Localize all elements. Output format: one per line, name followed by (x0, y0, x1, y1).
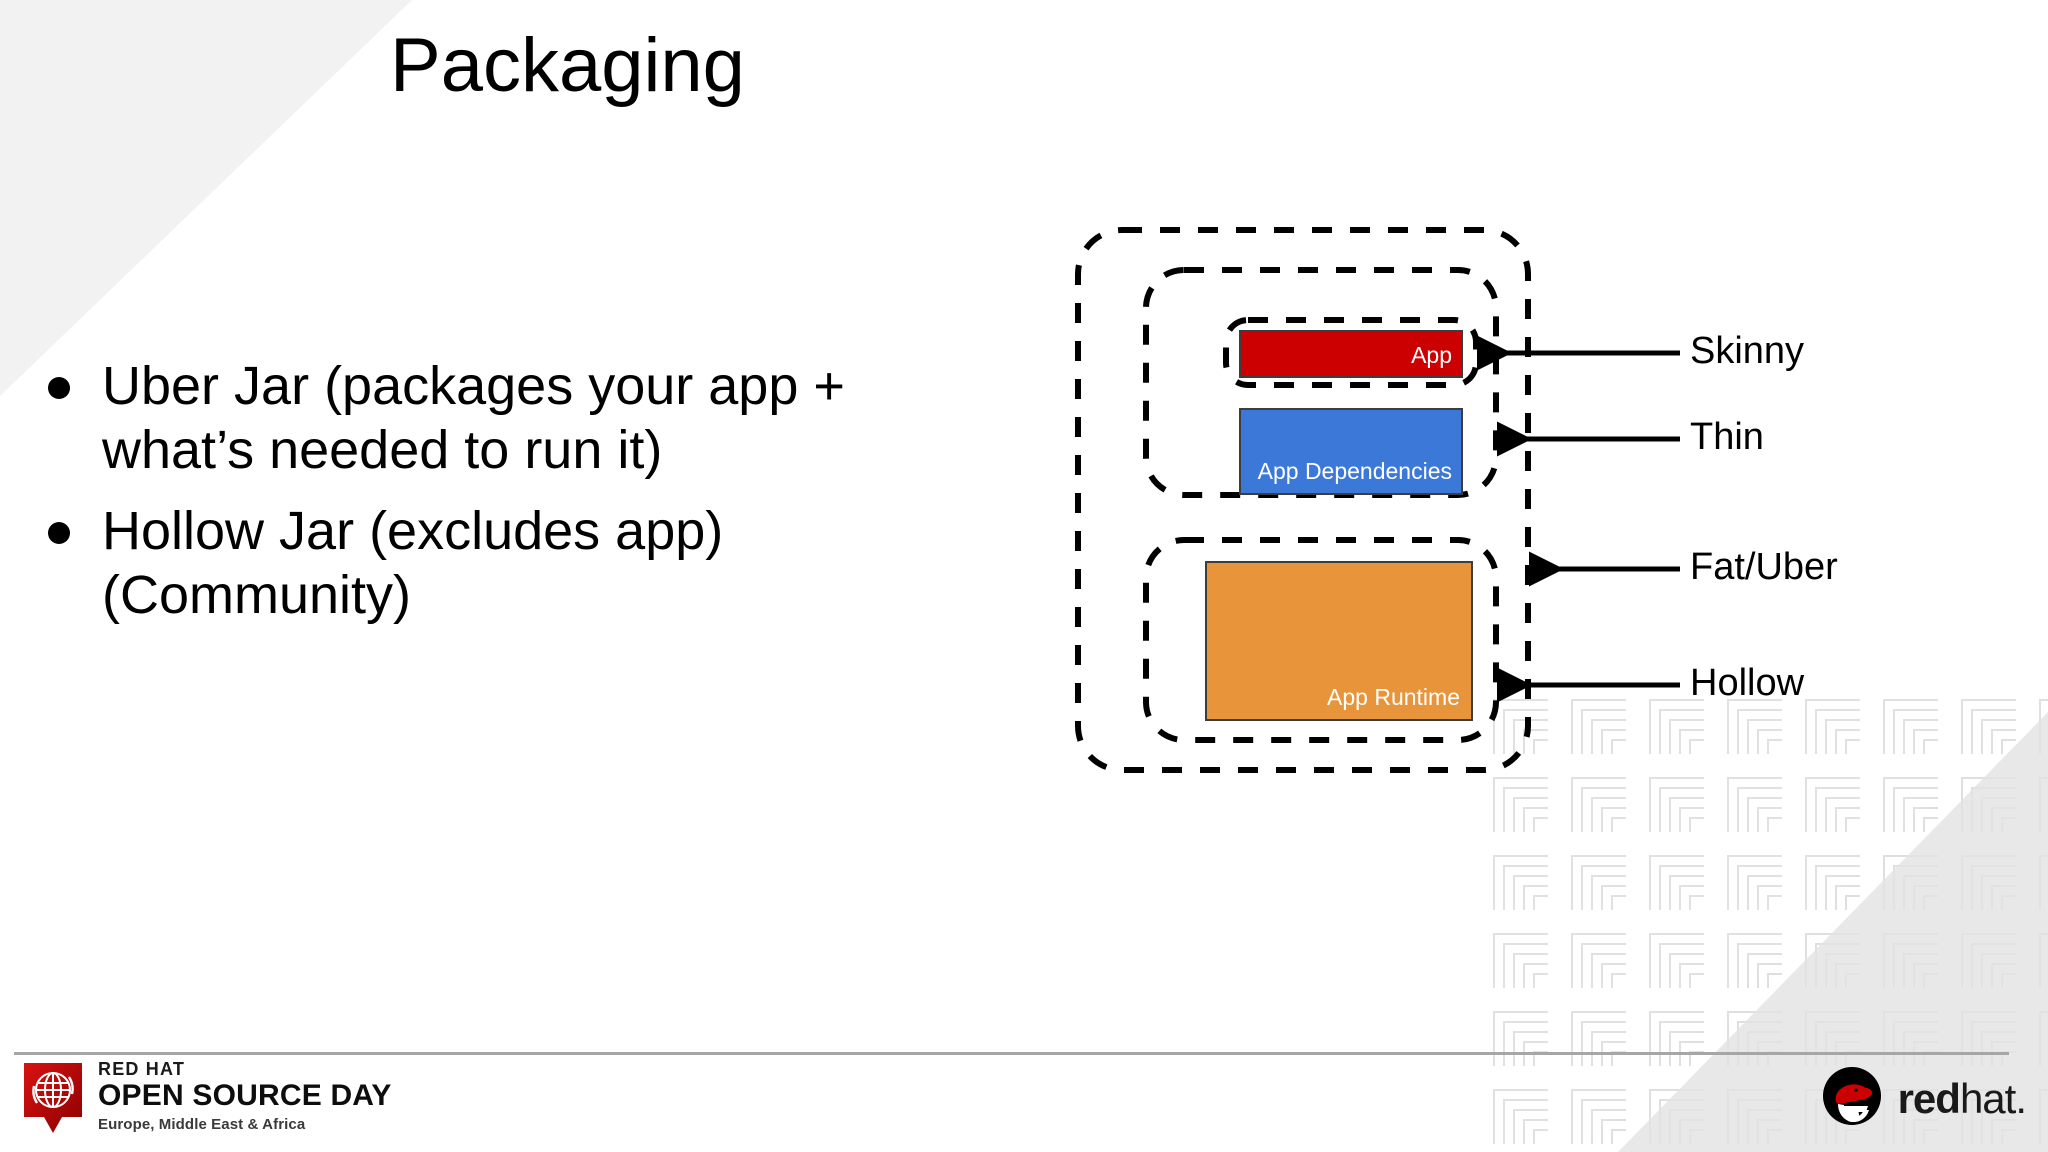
event-line-2: OPEN SOURCE DAY (98, 1078, 392, 1112)
shadowman-icon (1816, 1066, 1888, 1131)
bullet-text: Uber Jar (packages your app + what’s nee… (102, 356, 845, 480)
app-box-label: App (1411, 342, 1452, 368)
hollow-callout-label: Hollow (1690, 662, 1805, 704)
redhat-logo-lockup: redhat. (1816, 1066, 2027, 1131)
thin-callout: Thin (1497, 416, 1764, 458)
skinny-callout-label: Skinny (1690, 330, 1804, 372)
hollow-callout: Hollow (1497, 662, 1805, 704)
page-title: Packaging (390, 23, 745, 108)
thin-callout-label: Thin (1690, 416, 1764, 458)
redhat-wordmark-hat: hat (1959, 1074, 2016, 1122)
bullet-dot-icon (48, 522, 70, 545)
skinny-callout: Skinny (1477, 330, 1804, 372)
corner-decoration-top-left (0, 0, 412, 396)
thin-boundary (1143, 267, 1499, 498)
bullet-text: Hollow Jar (excludes app) (Community) (102, 501, 724, 626)
event-logo-lockup: RED HAT OPEN SOURCE DAY Europe, Middle E… (22, 1059, 392, 1144)
redhat-wordmark-dot: . (2015, 1074, 2027, 1122)
fat-uber-callout: Fat/Uber (1529, 546, 1838, 588)
app-dependencies-box-label: App Dependencies (1258, 458, 1452, 484)
bullet-list: Uber Jar (packages your app + what’s nee… (48, 355, 988, 646)
hollow-boundary (1143, 537, 1499, 743)
app-runtime-box-label: App Runtime (1327, 684, 1460, 710)
app-dependencies-box: App Dependencies (1239, 408, 1463, 495)
packaging-diagram: App App Dependencies App Runtime (1060, 215, 2048, 975)
fat-uber-boundary (1075, 227, 1531, 773)
list-item: Uber Jar (packages your app + what’s nee… (48, 355, 988, 482)
redhat-wordmark-red: red (1897, 1074, 1961, 1122)
bullet-dot-icon (48, 377, 70, 399)
footer-divider (14, 1052, 2009, 1055)
app-runtime-box: App Runtime (1205, 561, 1473, 721)
fat-uber-callout-label: Fat/Uber (1690, 546, 1838, 588)
event-line-1: RED HAT (98, 1059, 186, 1079)
event-line-3: Europe, Middle East & Africa (98, 1116, 306, 1134)
list-item: Hollow Jar (excludes app) (Community) (48, 500, 988, 627)
globe-pin-icon (22, 1061, 84, 1144)
skinny-boundary (1223, 317, 1479, 388)
redhat-wordmark: redhat. (1897, 1074, 2027, 1122)
app-box: App (1239, 330, 1463, 378)
